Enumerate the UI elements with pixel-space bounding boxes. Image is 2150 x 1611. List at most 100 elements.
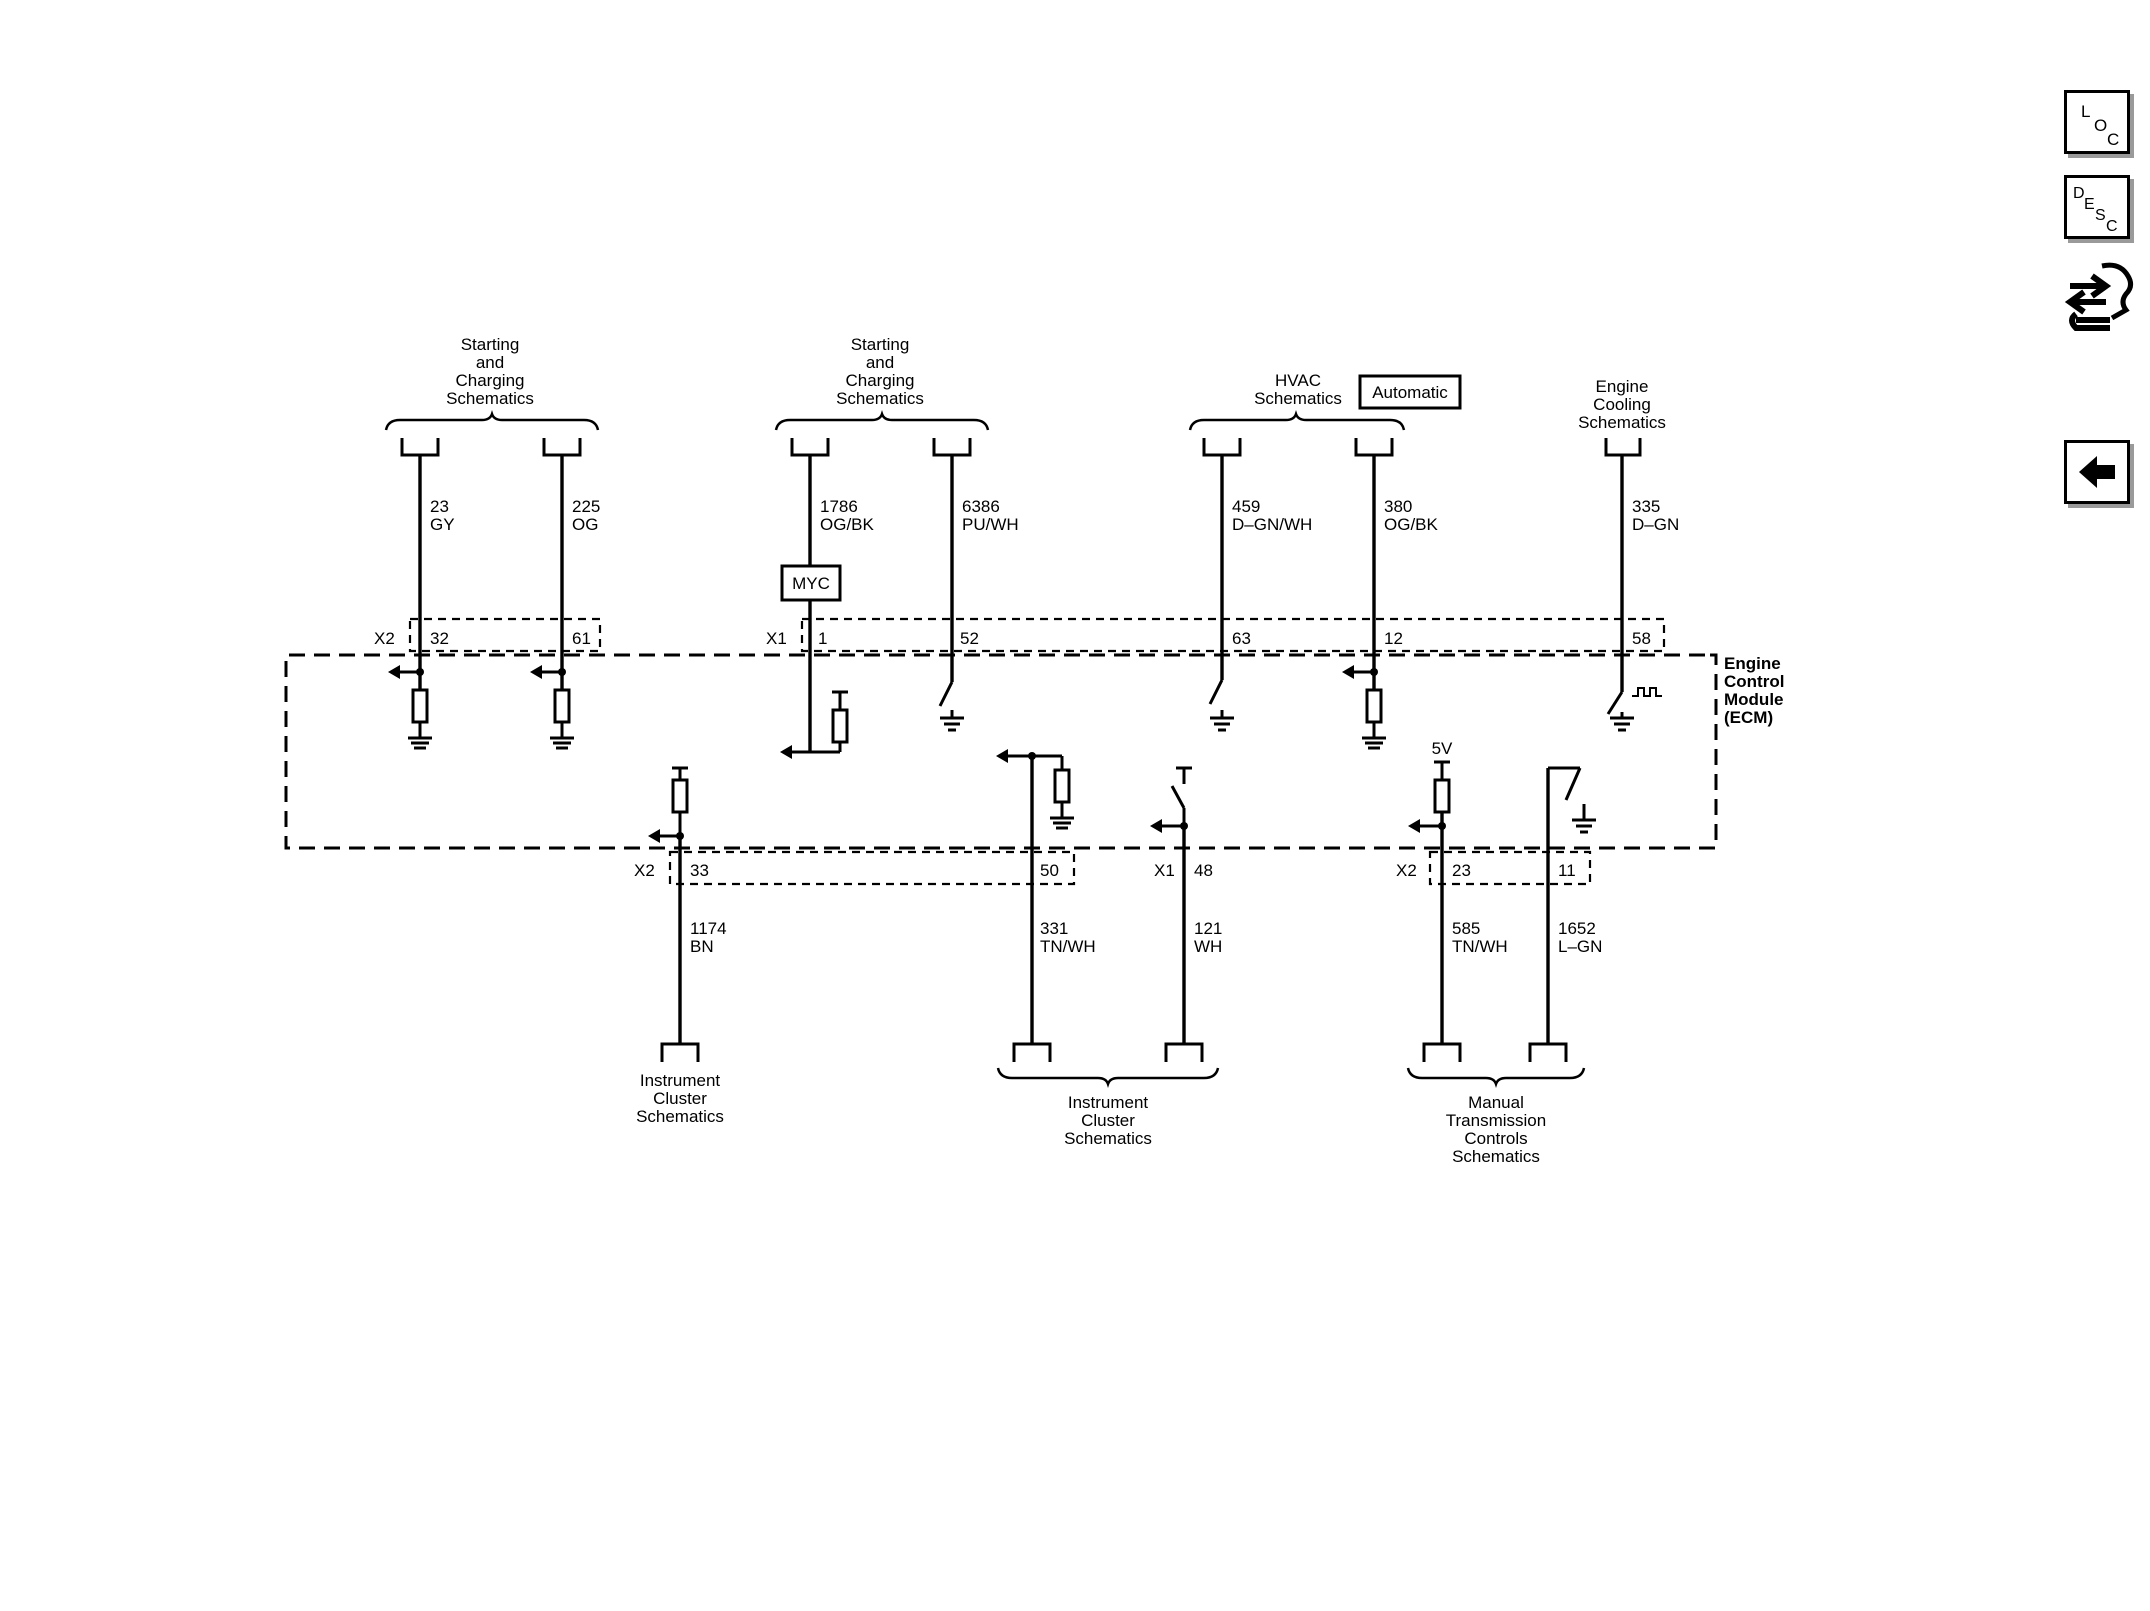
svg-text:63: 63 [1232, 629, 1251, 648]
bottom-wires [678, 756, 1550, 1044]
top-connector-boxes [408, 617, 1666, 653]
bottom-group-labels: Instrument Cluster Schematics Instrument… [636, 1071, 1546, 1166]
svg-text:Starting: Starting [461, 335, 520, 354]
svg-text:C: C [2106, 218, 2118, 235]
top-brackets [384, 410, 1406, 431]
svg-text:TN/WH: TN/WH [1452, 937, 1508, 956]
svg-text:Schematics: Schematics [1578, 413, 1666, 432]
ecm-label-line4: (ECM) [1724, 708, 1773, 727]
svg-text:1786: 1786 [820, 497, 858, 516]
ecm-boundary [284, 653, 1718, 850]
bottom-pin-labels: X2 33 50 X1 48 X2 23 11 [634, 861, 1576, 880]
svg-text:E: E [2084, 196, 2095, 213]
back-arrow-icon [2079, 456, 2115, 488]
loc-icon: L O C [2081, 102, 2119, 149]
ecm-label-line1: Engine [1724, 654, 1781, 673]
svg-text:50: 50 [1040, 861, 1059, 880]
desc-icon: D E S C [2073, 185, 2118, 235]
svg-text:52: 52 [960, 629, 979, 648]
svg-text:Charging: Charging [456, 371, 525, 390]
svg-text:D–GN/WH: D–GN/WH [1232, 515, 1312, 534]
svg-text:Transmission: Transmission [1446, 1111, 1546, 1130]
svg-text:S: S [2095, 207, 2106, 224]
top-wires [418, 455, 1624, 752]
svg-text:331: 331 [1040, 919, 1068, 938]
svg-text:and: and [866, 353, 894, 372]
svg-text:Controls: Controls [1464, 1129, 1527, 1148]
svg-text:Engine: Engine [1596, 377, 1649, 396]
svg-text:GY: GY [430, 515, 455, 534]
svg-text:225: 225 [572, 497, 600, 516]
svg-text:121: 121 [1194, 919, 1222, 938]
svg-text:TN/WH: TN/WH [1040, 937, 1096, 956]
svg-text:58: 58 [1632, 629, 1651, 648]
svg-text:OG: OG [572, 515, 598, 534]
loc-button[interactable]: L O C [2064, 90, 2130, 154]
svg-text:O: O [2094, 116, 2107, 135]
svg-text:C: C [2107, 130, 2119, 149]
ecm-label-line3: Module [1724, 690, 1784, 709]
svg-text:Starting: Starting [851, 335, 910, 354]
svg-text:Schematics: Schematics [636, 1107, 724, 1126]
svg-text:459: 459 [1232, 497, 1260, 516]
svg-text:1652: 1652 [1558, 919, 1596, 938]
svg-text:HVAC: HVAC [1275, 371, 1321, 390]
desc-button[interactable]: D E S C [2064, 175, 2130, 239]
bottom-brackets [996, 1067, 1586, 1088]
svg-text:Cluster: Cluster [1081, 1111, 1135, 1130]
ecm-label-line2: Control [1724, 672, 1784, 691]
svg-text:Charging: Charging [846, 371, 915, 390]
connector-tools-icon [2064, 262, 2134, 331]
svg-text:BN: BN [690, 937, 714, 956]
svg-text:335: 335 [1632, 497, 1660, 516]
svg-text:L: L [2081, 102, 2090, 121]
top-group-labels: Starting and Charging Schematics Startin… [446, 335, 1666, 432]
svg-text:380: 380 [1384, 497, 1412, 516]
svg-text:Schematics: Schematics [446, 389, 534, 408]
svg-text:Schematics: Schematics [1064, 1129, 1152, 1148]
svg-text:X2: X2 [374, 629, 395, 648]
top-wire-labels: 23 GY 225 OG 1786 OG/BK 6386 PU/WH 459 D… [430, 497, 1679, 534]
svg-text:61: 61 [572, 629, 591, 648]
top-pin-labels: X2 32 61 X1 1 52 63 12 58 [374, 629, 1651, 648]
svg-text:D–GN: D–GN [1632, 515, 1679, 534]
svg-text:X1: X1 [1154, 861, 1175, 880]
supply-5v-label: 5V [1432, 739, 1453, 758]
connector-tools-button[interactable] [2062, 258, 2136, 338]
svg-text:32: 32 [430, 629, 449, 648]
svg-text:Cooling: Cooling [1593, 395, 1651, 414]
automatic-badge-label: Automatic [1372, 383, 1448, 402]
svg-text:Schematics: Schematics [1452, 1147, 1540, 1166]
svg-text:Manual: Manual [1468, 1093, 1524, 1112]
svg-text:6386: 6386 [962, 497, 1000, 516]
svg-text:Instrument: Instrument [1068, 1093, 1149, 1112]
svg-text:Instrument: Instrument [640, 1071, 721, 1090]
svg-text:1174: 1174 [690, 919, 727, 938]
ecm-arrows-top [388, 665, 1378, 759]
ecm-internal-bottom [656, 754, 1596, 838]
bottom-terminals [660, 1042, 1568, 1062]
ecm-arrows-bottom [648, 749, 1446, 843]
svg-text:23: 23 [430, 497, 449, 516]
svg-text:Schematics: Schematics [836, 389, 924, 408]
bottom-connector-boxes [668, 850, 1592, 886]
svg-text:X2: X2 [1396, 861, 1417, 880]
svg-text:23: 23 [1452, 861, 1471, 880]
svg-text:L–GN: L–GN [1558, 937, 1602, 956]
svg-text:48: 48 [1194, 861, 1213, 880]
svg-text:WH: WH [1194, 937, 1222, 956]
svg-text:and: and [476, 353, 504, 372]
ecm-internal-top [396, 670, 1662, 754]
svg-text:OG/BK: OG/BK [1384, 515, 1439, 534]
myc-box [780, 564, 842, 602]
svg-text:585: 585 [1452, 919, 1480, 938]
back-button[interactable] [2064, 440, 2130, 504]
svg-text:OG/BK: OG/BK [820, 515, 875, 534]
svg-text:1: 1 [818, 629, 827, 648]
svg-text:Schematics: Schematics [1254, 389, 1342, 408]
top-terminals [400, 438, 1642, 457]
automatic-badge-box [1358, 374, 1462, 410]
bottom-wire-labels: 1174 BN 331 TN/WH 121 WH 585 TN/WH 1652 … [690, 919, 1602, 956]
svg-text:33: 33 [690, 861, 709, 880]
